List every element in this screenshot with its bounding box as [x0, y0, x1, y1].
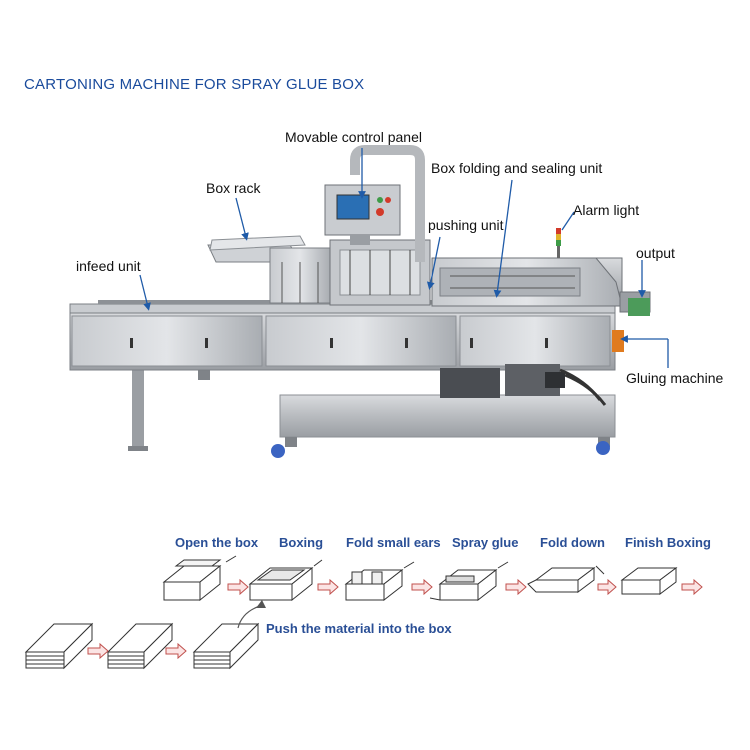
callout-gluing-machine: Gluing machine	[626, 370, 724, 386]
machine-body	[69, 300, 616, 371]
step-label-boxing: Boxing	[279, 535, 324, 550]
callout-lines	[139, 148, 669, 368]
diagram-title: CARTONING MACHINE FOR SPRAY GLUE BOX	[24, 76, 365, 93]
flow-arrow-8	[165, 642, 187, 660]
step-label-finish-boxing: Finish Boxing	[625, 535, 711, 550]
flow-arrow-6	[681, 578, 703, 596]
flow-arrow-4	[505, 578, 527, 596]
step-label-open-box: Open the box	[175, 535, 259, 550]
material-stack-3	[192, 622, 260, 670]
material-stacks	[24, 622, 260, 670]
material-stack-2	[106, 622, 174, 670]
step-spray-glue-illustration	[429, 561, 509, 602]
motor-section	[440, 364, 607, 406]
box-rack	[207, 235, 331, 304]
step-fold-down-illustration	[527, 565, 605, 593]
callout-control-panel: Movable control panel	[285, 129, 422, 145]
material-stack-1	[24, 622, 94, 670]
flow-arrow-2	[317, 578, 339, 596]
step-label-fold-ears: Fold small ears	[346, 535, 441, 550]
callout-infeed-unit: infeed unit	[76, 258, 141, 274]
step-open-box-illustration	[162, 555, 237, 602]
step-illustrations	[162, 555, 678, 602]
callout-folding-unit: Box folding and sealing unit	[431, 160, 603, 176]
step-boxing-illustration	[248, 559, 323, 602]
callout-box-rack: Box rack	[206, 180, 261, 196]
flow-arrows	[87, 578, 703, 660]
callout-output: output	[636, 245, 675, 261]
step-fold-ears-illustration	[344, 561, 415, 602]
step-finish-illustration	[620, 567, 678, 595]
flow-arrow-7	[87, 642, 109, 660]
push-material-label: Push the material into the box	[266, 621, 452, 636]
step-label-spray-glue: Spray glue	[452, 535, 519, 550]
cartoning-unit	[329, 228, 651, 352]
flow-arrow-1	[227, 578, 249, 596]
callout-pushing-unit: pushing unit	[428, 217, 504, 233]
flow-arrow-3	[411, 578, 433, 596]
flow-arrow-5	[597, 578, 617, 596]
step-label-fold-down: Fold down	[540, 535, 605, 550]
callout-alarm-light: Alarm light	[573, 202, 640, 218]
